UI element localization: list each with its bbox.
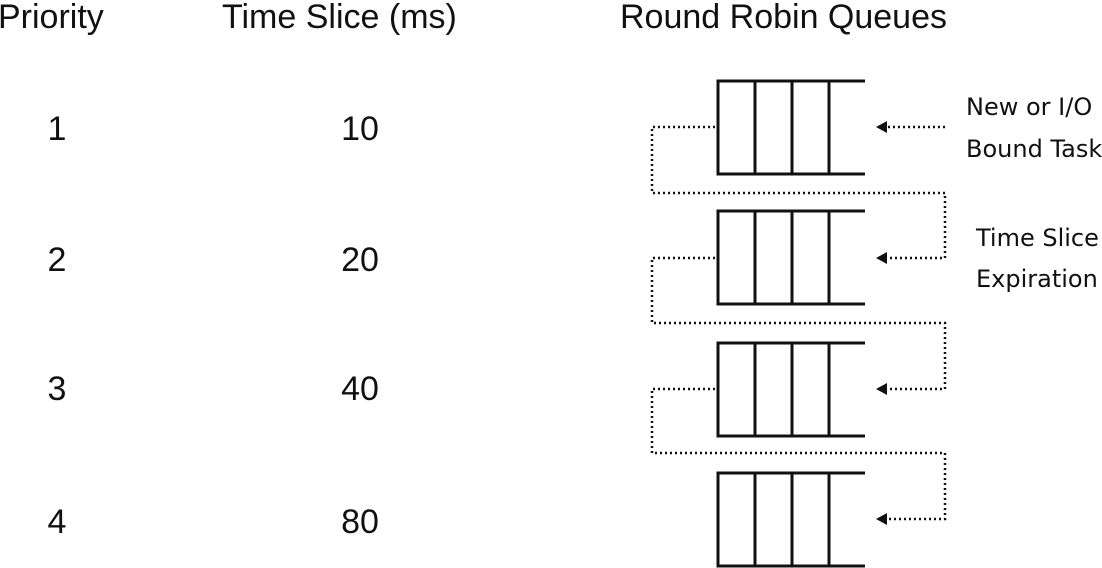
demotion-path-2-to-3 [650, 256, 947, 391]
priority-2: 2 [48, 241, 67, 279]
time-slice-1: 10 [341, 110, 379, 148]
queue-4 [716, 471, 865, 568]
new-task-label-line-2: Bound Task [966, 135, 1102, 163]
queue-2 [716, 209, 865, 306]
incoming-task-arrowhead [876, 121, 887, 133]
queue-1 [716, 79, 865, 176]
time-slice-header: Time Slice (ms) [222, 0, 457, 36]
priority-4: 4 [48, 503, 67, 541]
time-slice-3: 40 [341, 370, 379, 408]
expiration-label-line-1: Time Slice [975, 224, 1099, 252]
queues-header: Round Robin Queues [620, 0, 947, 36]
demotion-arrowhead-2 [876, 252, 887, 264]
new-task-label-line-1: New or I/O [966, 93, 1092, 121]
demotion-arrowhead-3 [876, 383, 887, 395]
time-slice-4: 80 [341, 503, 379, 541]
priority-1: 1 [48, 110, 67, 148]
demotion-arrowhead-4 [876, 513, 887, 525]
priority-3: 3 [48, 370, 67, 408]
expiration-label-line-2: Expiration [976, 265, 1098, 293]
priority-header: Priority [0, 0, 104, 36]
time-slice-2: 20 [341, 241, 379, 279]
demotion-path-1-to-2 [650, 125, 947, 260]
queue-3 [716, 341, 865, 438]
demotion-path-3-to-4 [650, 387, 947, 521]
